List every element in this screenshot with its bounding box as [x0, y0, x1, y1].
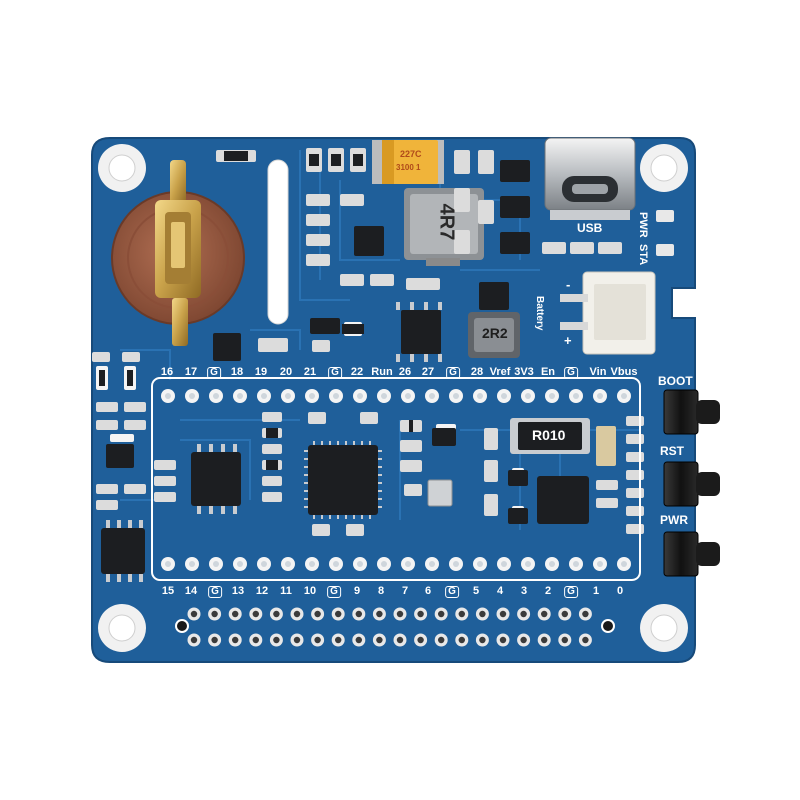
top-pin-label-4: 19: [254, 366, 268, 378]
header-pads: [161, 389, 631, 571]
top-pin-label-11: 27: [421, 366, 435, 378]
bottom-pin-label-18: 1: [592, 585, 600, 597]
ic-pins: [106, 302, 442, 582]
bottom-pin-label-3: 13: [231, 585, 245, 597]
bottom-pin-label-16: 2: [544, 585, 552, 597]
capacitor-ceramic: [596, 426, 616, 466]
usb-label: USB: [577, 221, 603, 235]
bottom-pin-label-0: 15: [161, 585, 175, 597]
mcu-pins: [304, 441, 382, 519]
top-pin-label-1: 17: [184, 366, 198, 378]
usb-c-connector: [544, 137, 636, 220]
fiducial: [601, 619, 615, 633]
bottom-pin-label-12: G: [445, 586, 459, 598]
top-pin-label-10: 26: [398, 366, 412, 378]
board-slot: [267, 159, 289, 325]
bottom-pin-label-8: 9: [353, 585, 361, 597]
bottom-pin-label-7: G: [327, 586, 341, 598]
bottom-pin-label-1: 14: [184, 585, 198, 597]
bottom-pin-label-5: 11: [280, 585, 292, 597]
inductor-small-marking: 2R2: [482, 325, 508, 341]
top-pin-label-13: 28: [470, 366, 484, 378]
top-pin-label-2: G: [207, 367, 221, 379]
capacitor-marking-line1: 227C: [400, 149, 422, 159]
button-label-boot: BOOT: [658, 374, 693, 388]
status-leds: [656, 210, 674, 256]
top-pin-label-5: 20: [279, 366, 293, 378]
header-outline: [151, 377, 641, 581]
bottom-pin-label-14: 4: [496, 585, 504, 597]
bottom-pin-label-2: G: [208, 586, 222, 598]
bottom-pin-label-9: 8: [377, 585, 385, 597]
battery-plus-label: +: [564, 333, 572, 348]
shunt-resistor: [510, 418, 590, 454]
led-label-pwr: PWR: [637, 212, 649, 238]
coin-cell-holder: [111, 160, 245, 346]
top-pin-label-19: Vbus: [610, 366, 638, 378]
button-label-rst: RST: [660, 444, 684, 458]
tactile-buttons: [663, 389, 720, 577]
crystal: [427, 479, 453, 507]
bottom-pin-label-4: 12: [255, 585, 269, 597]
bottom-pin-label-15: 3: [520, 585, 528, 597]
bottom-pin-label-17: G: [564, 586, 578, 598]
bottom-pin-label-19: 0: [616, 585, 624, 597]
battery-connector: [560, 271, 656, 355]
inductor-large-marking: 4R7: [435, 203, 458, 241]
resistor-marking: R010: [532, 427, 566, 443]
top-pin-label-12: G: [446, 367, 460, 379]
top-pin-label-9: Run: [371, 366, 393, 378]
bottom-pin-label-11: 6: [424, 585, 432, 597]
top-pin-label-18: Vin: [589, 366, 607, 378]
top-pin-label-7: G: [328, 367, 342, 379]
top-pin-label-0: 16: [160, 366, 174, 378]
capacitor-marking-line2: 3100 1: [396, 163, 421, 172]
bottom-pin-label-6: 10: [303, 585, 317, 597]
top-pin-label-14: Vref: [489, 366, 511, 378]
bottom-pin-label-10: 7: [401, 585, 409, 597]
top-pin-label-3: 18: [230, 366, 244, 378]
top-pin-label-8: 22: [350, 366, 364, 378]
small-inductor: [468, 312, 520, 358]
button-label-pwr: PWR: [660, 513, 688, 527]
mounting-holes: [98, 144, 688, 652]
led-label-sta: STA: [637, 244, 649, 266]
top-pin-label-15: 3V3: [514, 366, 534, 378]
top-pin-label-16: En: [540, 366, 556, 378]
bottom-pin-label-13: 5: [472, 585, 480, 597]
battery-label: Battery: [534, 296, 545, 331]
top-pin-label-17: G: [564, 367, 578, 379]
integrated-circuits: [101, 226, 589, 574]
battery-minus-label: -: [566, 277, 571, 292]
tantalum-capacitor: [372, 140, 444, 184]
top-pin-label-6: 21: [303, 366, 317, 378]
fiducial: [175, 619, 189, 633]
gpio-header-holes: [187, 607, 592, 647]
